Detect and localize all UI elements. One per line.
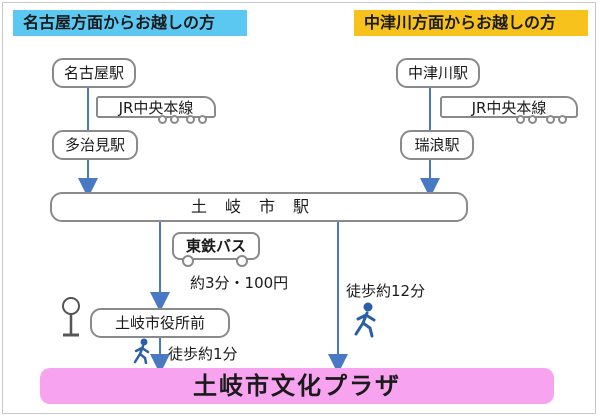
- destination-toki-bunka-plaza: 土岐市文化プラザ: [40, 368, 554, 404]
- nakatsugawa-station: 中津川駅: [396, 58, 480, 88]
- bus-info: 約3分・100円: [190, 274, 289, 292]
- header-from-nagoya: 名古屋方面からお越しの方: [13, 10, 247, 36]
- toki-city-station: 土岐市駅: [50, 192, 468, 222]
- line-label-right: JR中央本線: [440, 96, 578, 118]
- bus-icon: 東鉄バス: [172, 232, 260, 267]
- walk-time-long: 徒歩約12分: [346, 282, 426, 300]
- diagram-frame: [2, 2, 596, 414]
- mizunami-station: 瑞浪駅: [400, 130, 474, 160]
- train-icon-left: JR中央本線: [96, 96, 216, 124]
- nagoya-station: 名古屋駅: [52, 58, 136, 88]
- walking-person-icon-long: [354, 302, 376, 338]
- line-label-left: JR中央本線: [96, 96, 216, 118]
- tajimi-station: 多治見駅: [52, 130, 138, 160]
- bus-stop-city-hall: 土岐市役所前: [90, 308, 230, 338]
- train-icon-right: JR中央本線: [440, 96, 578, 124]
- walk-time-short: 徒歩約1分: [168, 345, 238, 363]
- walking-person-icon-short: [133, 338, 150, 364]
- bus-stop-icon: [62, 297, 80, 337]
- header-from-nakatsugawa: 中津川方面からお越しの方: [354, 10, 588, 36]
